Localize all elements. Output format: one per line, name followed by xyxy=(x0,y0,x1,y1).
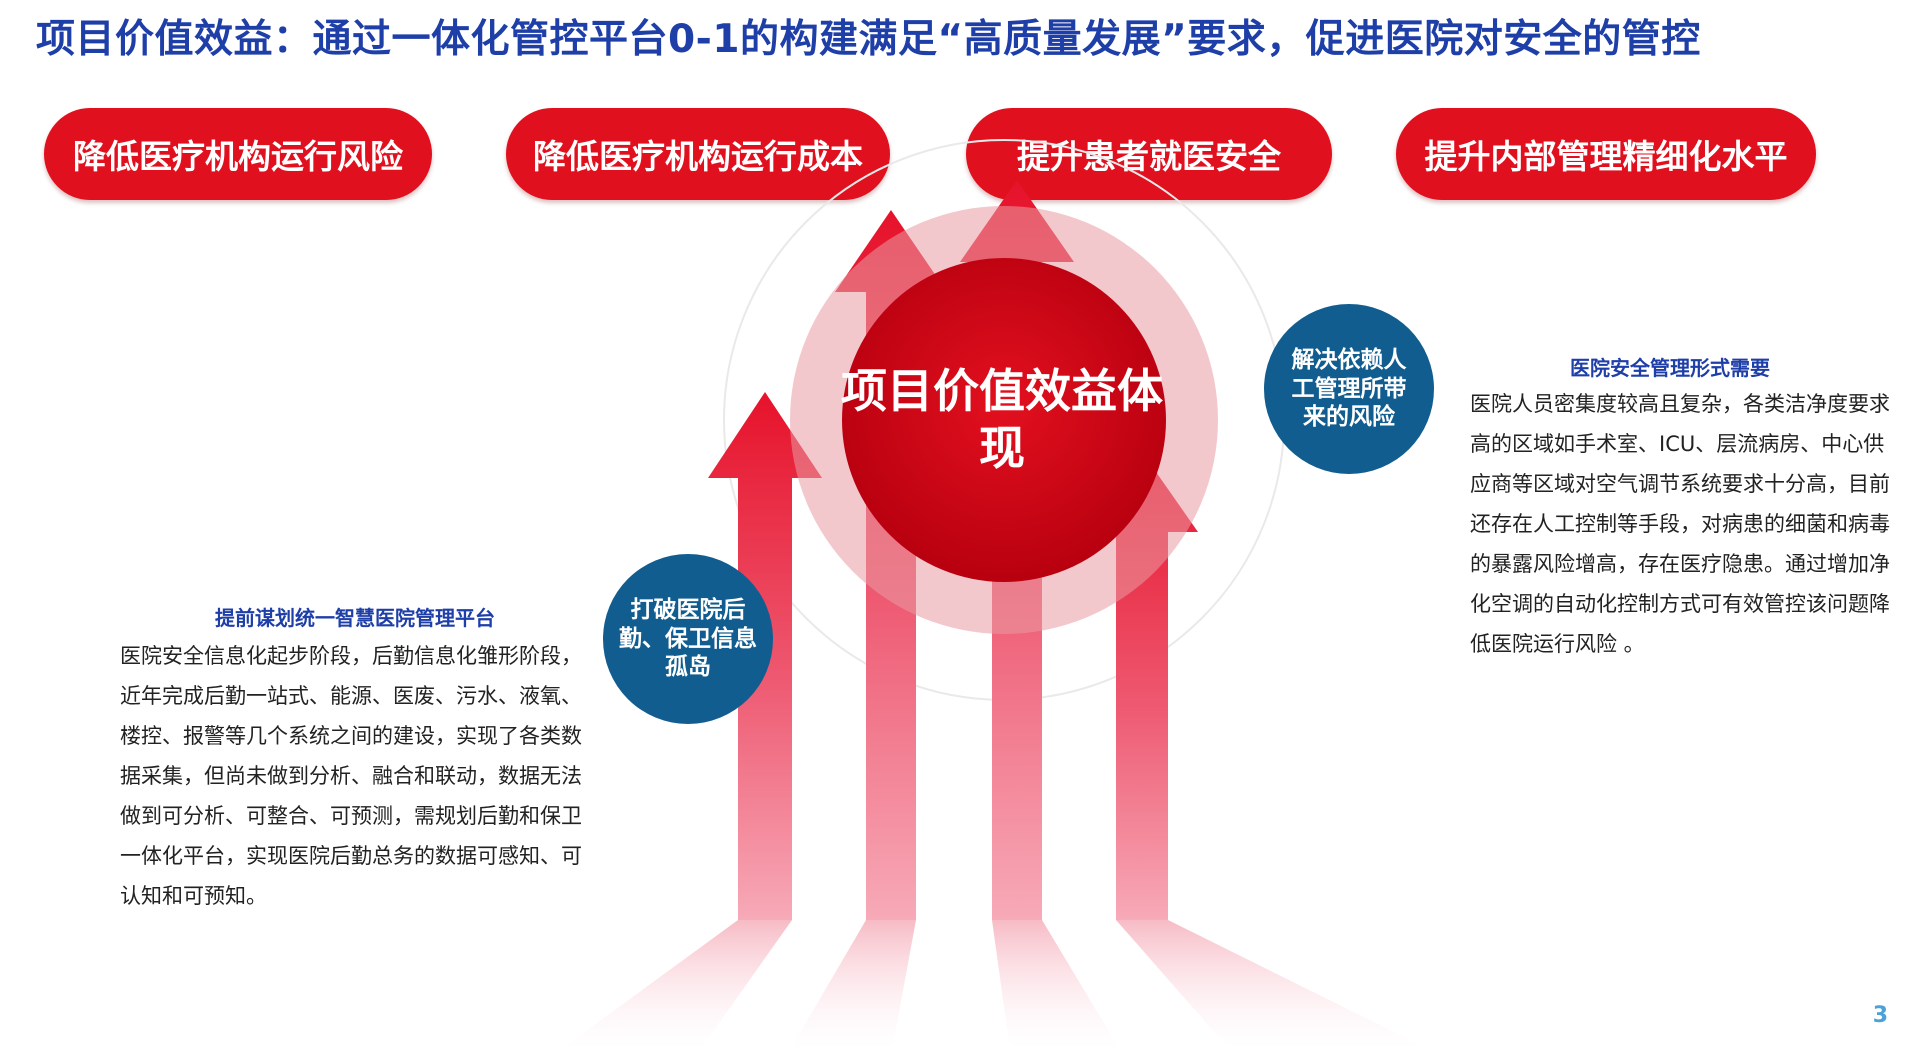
left-section-title: 提前谋划统一智慧医院管理平台 xyxy=(215,606,495,630)
center-disc xyxy=(842,258,1166,582)
page-title: 项目价值效益：通过一体化管控平台0-1的构建满足“高质量发展”要求，促进医院对安… xyxy=(36,17,1701,62)
arrow-base-3 xyxy=(992,920,1120,1050)
center-label: 项目价值效益体现 xyxy=(841,363,1163,476)
benefit-pill-reduce-risk: 降低医疗机构运行风险 xyxy=(44,108,432,200)
left-section-body: 医院安全信息化起步阶段，后勤信息化雏形阶段，近年完成后勤一站式、能源、医废、污水… xyxy=(120,644,582,908)
benefit-pill-management: 提升内部管理精细化水平 xyxy=(1396,108,1816,200)
right-section-body: 医院人员密集度较高且复杂，各类洁净度要求高的区域如手术室、ICU、层流病房、中心… xyxy=(1470,392,1890,656)
arrow-base-4 xyxy=(1116,920,1430,1050)
right-section-title: 医院安全管理形式需要 xyxy=(1570,356,1770,380)
benefit-pill-reduce-cost: 降低医疗机构运行成本 xyxy=(506,108,890,200)
bubble-break-silos: 打破医院后勤、保卫信息孤岛 xyxy=(603,554,773,724)
arrow-base-2 xyxy=(790,920,916,1050)
benefit-pill-patient-safety: 提升患者就医安全 xyxy=(966,108,1332,200)
arrow-base-1 xyxy=(560,920,792,1050)
arrow-4 xyxy=(1086,452,1198,920)
bubble-manual-risk: 解决依赖人工管理所带来的风险 xyxy=(1264,304,1434,474)
page-number: 3 xyxy=(1872,1003,1888,1028)
